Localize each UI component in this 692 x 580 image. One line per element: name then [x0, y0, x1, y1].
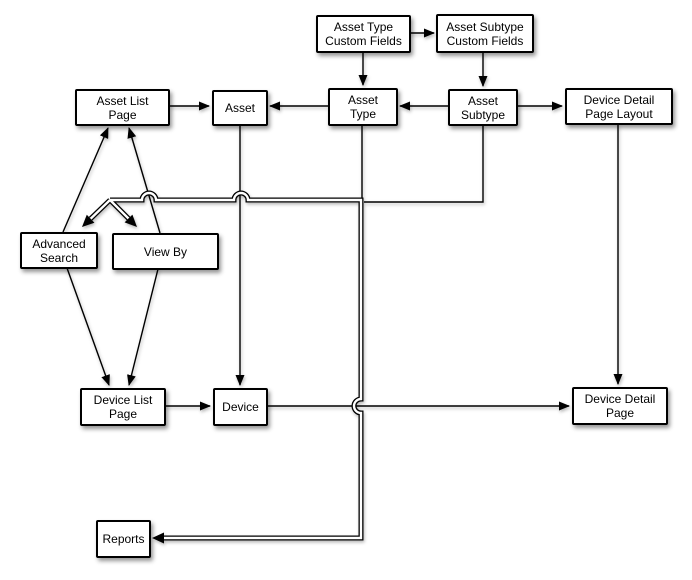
node-asset-type: Asset Type [328, 88, 398, 126]
node-asset-list-page: Asset List Page [75, 89, 170, 126]
edge-view-by-alp [127, 127, 161, 234]
arrowhead-reports [152, 532, 164, 544]
node-view-by: View By [112, 233, 219, 270]
edge-view-by-dlp [127, 268, 159, 386]
pipe-inner [110, 191, 363, 540]
node-asset-subtype: Asset Subtype [448, 89, 518, 126]
node-device-detail-page: Device Detail Page [572, 387, 668, 425]
node-device: Device [213, 388, 268, 426]
node-asset: Asset [212, 90, 268, 126]
edge-advanced-search-alp [62, 127, 109, 233]
node-reports: Reports [96, 520, 151, 558]
arrowhead-advanced-search [82, 214, 95, 227]
arrowhead-view-by [124, 214, 137, 227]
node-asset-subtype-custom-fields: Asset Subtype Custom Fields [436, 14, 534, 53]
edge-advanced-search-dlp [66, 267, 110, 386]
edge-asset-subtype-junction [364, 125, 484, 203]
fork-arm-advanced-search-inner [89, 199, 111, 220]
node-device-detail-page-layout: Device Detail Page Layout [565, 88, 673, 125]
node-asset-type-custom-fields: Asset Type Custom Fields [316, 15, 411, 53]
pipe-layer [82, 190, 364, 544]
node-device-list-page: Device List Page [80, 388, 166, 426]
edges-layer [62, 28, 623, 411]
node-advanced-search: Advanced Search [20, 232, 98, 269]
fork-arm-view-by-inner [109, 199, 130, 220]
